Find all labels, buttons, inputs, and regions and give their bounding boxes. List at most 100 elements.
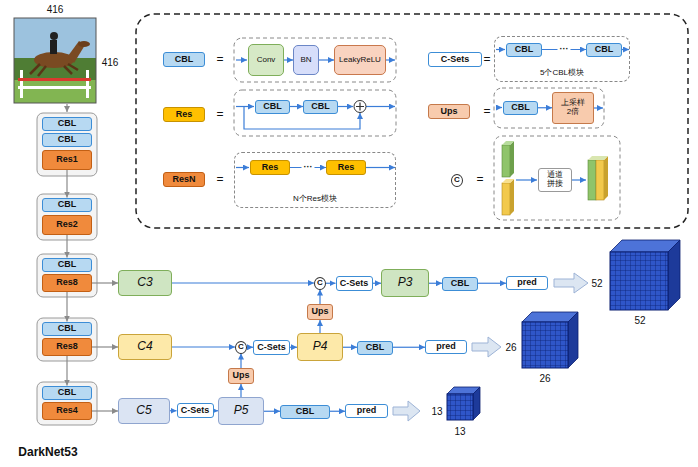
node-text: Res8 [56,342,78,352]
stub-arrow [338,106,353,107]
layer-box: LeakyReLU [334,45,386,75]
residual-box: Res4 [42,402,92,420]
feature-slab [604,156,608,200]
node-text: CBL [511,103,530,113]
grid-front [522,322,568,368]
node-text: Res [338,163,355,173]
stub-arrow [366,106,395,107]
node-text: CBL [263,102,282,112]
feature-slab [596,160,604,200]
definition-frame [234,90,396,136]
input-arrow [66,104,67,112]
connector [240,354,241,369]
node-text: CBL [311,102,330,112]
concat-box: 通道 拼接 [538,168,572,192]
node-text: CBL [58,324,77,334]
block-box: CBL [442,277,478,291]
stub-arrow [496,49,505,50]
dimension-label: 26 [505,342,516,353]
stage-group [37,254,97,297]
node-text: CBL [175,55,194,65]
connector [240,384,241,397]
node-text: CBL [58,135,77,145]
feature-box: P4 [297,333,343,361]
block-box: CBL [503,101,538,115]
node-text: CBL [58,388,77,398]
node-text: 通道 拼接 [546,171,564,189]
stub-arrow [366,167,395,168]
node-text: CBL [515,45,534,55]
connector [92,410,118,411]
concat-symbol: C [235,341,247,354]
connector [92,282,118,283]
node-text: P5 [234,404,249,417]
node-text: pred [357,406,377,416]
fence-pole [86,70,89,98]
block-box: CBL [280,405,330,419]
stub-arrow [622,49,629,50]
connector [284,59,293,60]
block-box: CBL [303,100,338,114]
connector [290,347,297,348]
connector [66,235,67,258]
node-text: Conv [257,56,276,65]
stub-arrow [236,59,247,60]
stage-group [37,318,97,361]
equals-sign: = [216,53,223,66]
connector [326,283,336,284]
block-box: C-Sets [177,403,214,418]
stub-arrow [594,107,603,108]
concat-symbol: C [451,174,463,187]
feature-slab [502,183,510,215]
definition-frame [234,38,396,82]
block-box: CBL [506,43,542,57]
connector [343,347,357,348]
connector [66,170,67,198]
edge-label: ··· [302,163,315,173]
network-name: DarkNet53 [18,446,77,459]
node-text: C4 [137,340,152,353]
node-text: C-Sets [441,55,470,65]
node-text: Res1 [56,155,78,165]
equals-sign: = [216,108,223,121]
node-text: CBL [58,200,77,210]
residual-box: Res8 [42,274,92,292]
prediction-box: pred [506,276,548,290]
connector [330,411,345,412]
feature-slab [502,141,514,145]
fence-bar [18,78,91,81]
residual-box: Res2 [42,215,92,235]
dimension-label: 416 [102,57,119,68]
output-grid [447,240,680,420]
output-arrow [472,337,501,357]
connector [290,106,303,107]
stub-arrow [572,179,586,180]
feature-slab [588,160,596,200]
block-key: Ups [428,104,470,119]
block-key: Res [163,107,205,122]
feature-box: C5 [118,398,170,424]
dimension-label: 13 [454,426,465,437]
node-text: CBL [451,279,470,289]
node-text: C-Sets [181,406,210,416]
block-box: CBL [357,341,393,355]
block-box: Res [326,160,366,175]
node-text: LeakyReLU [339,56,381,65]
dimension-label: 26 [539,373,550,384]
stub-arrow [236,167,249,168]
definition-frame [494,88,604,128]
grid-side [473,387,480,420]
feature-box: C3 [118,270,172,296]
rider-body [50,40,57,54]
connector [319,59,334,60]
feature-slab [588,156,608,160]
module-group: 5个CBL模块CBLCBL [494,36,630,82]
equals-sign: = [483,105,490,118]
dimension-label: 52 [591,278,602,289]
feature-box: P3 [381,269,429,297]
equals-sign: = [483,53,490,66]
input-photo [14,18,96,103]
feature-box: C4 [118,334,172,360]
photo-grass [14,80,96,103]
